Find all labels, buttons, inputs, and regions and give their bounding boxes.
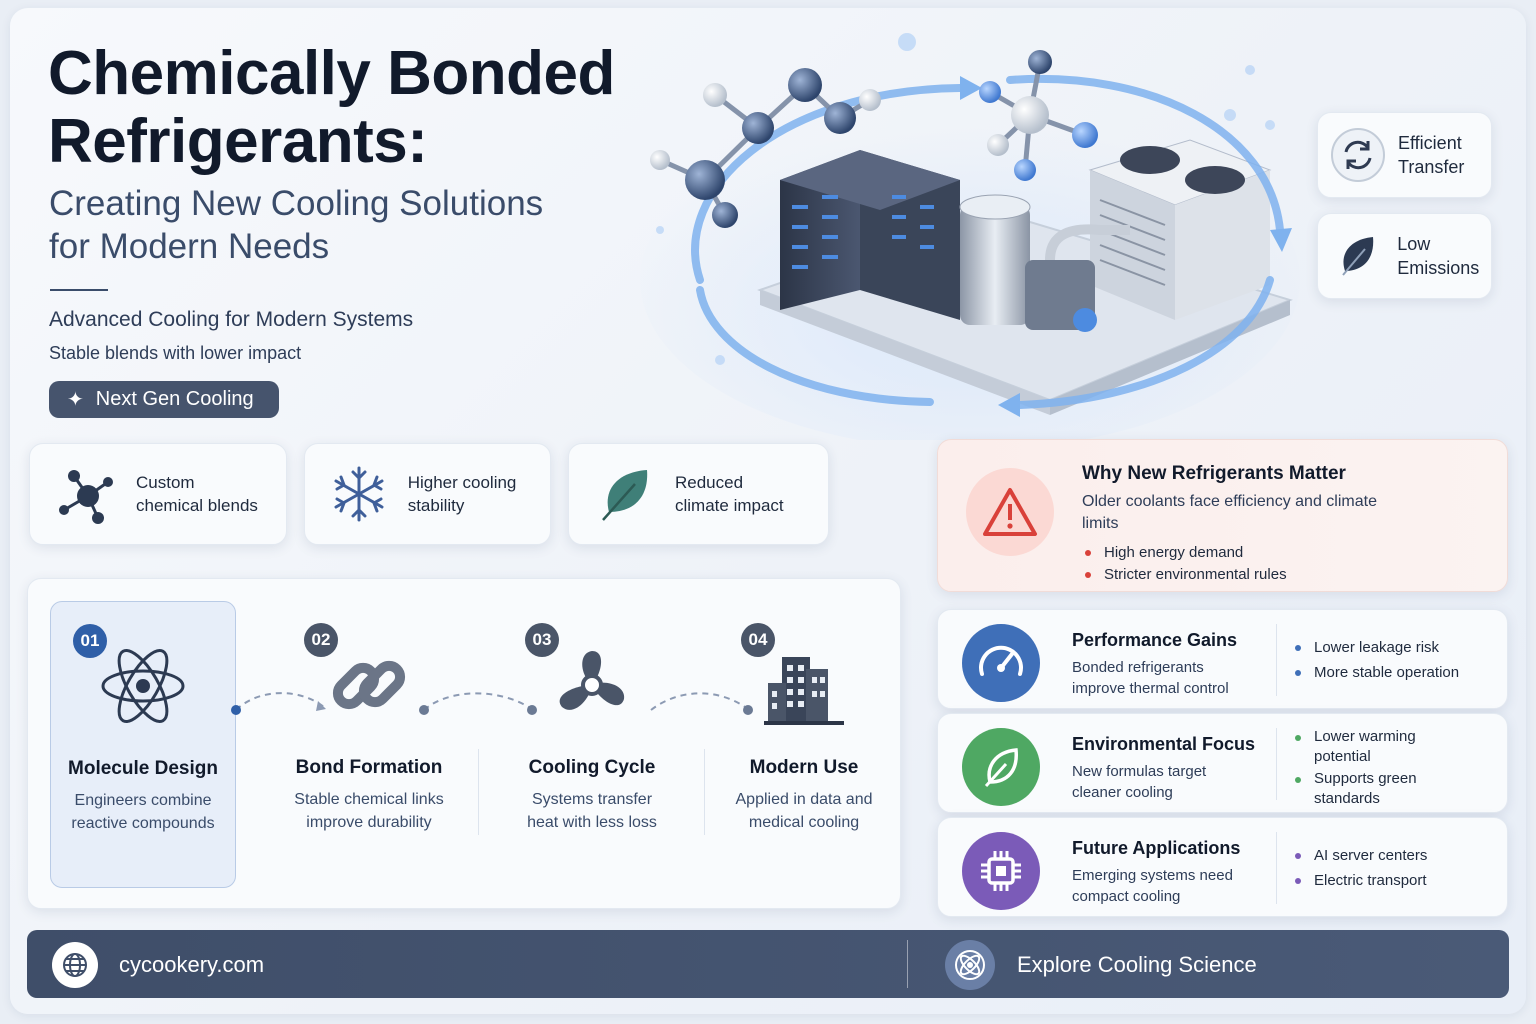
- atom-icon: [95, 638, 191, 734]
- leaf-icon: [962, 728, 1040, 806]
- feature-label: chemical blends: [136, 496, 258, 515]
- feature-custom-blends: Custom chemical blends: [29, 443, 287, 545]
- row-title: Future Applications: [1072, 838, 1241, 858]
- row-performance-gains: Performance Gains Bonded refrigerants im…: [937, 609, 1508, 709]
- chain-link-icon: [321, 637, 417, 733]
- footer-separator: [907, 940, 908, 988]
- step-separator: [478, 749, 479, 835]
- building-icon: [756, 637, 852, 733]
- feature-label: Higher cooling: [407, 473, 517, 492]
- row-future-applications: Future Applications Emerging systems nee…: [937, 817, 1508, 917]
- row-title: Performance Gains: [1072, 630, 1238, 650]
- science-atom-icon: [945, 940, 995, 990]
- step-title: Cooling Cycle: [528, 757, 656, 778]
- step-number-badge: 04: [741, 623, 775, 657]
- step-title: Molecule Design: [68, 758, 218, 779]
- molecule-icon: [54, 462, 118, 526]
- row-separator: [1276, 832, 1277, 904]
- row-description: Bonded refrigerants improve thermal cont…: [1072, 659, 1229, 697]
- feature-label: stability: [407, 496, 465, 515]
- compressor-tank-graphic: [959, 194, 1130, 332]
- row-bullet-list: Lower leakage risk More stable operation: [1292, 637, 1459, 684]
- chip-icon: [962, 832, 1040, 910]
- snowflake-icon: [329, 462, 390, 526]
- badge-label: Transfer: [1398, 157, 1465, 177]
- fan-icon: [544, 637, 640, 733]
- why-description: Older coolants face efficiency and clima…: [1082, 493, 1377, 532]
- step-modern-use[interactable]: 04 Modern Use Applied in data: [711, 601, 897, 888]
- row-environmental-focus: Environmental Focus New formulas target …: [937, 713, 1508, 813]
- why-bullet-list: High energy demand Stricter environmenta…: [1082, 542, 1287, 586]
- cooling-system-illustration: [640, 33, 1300, 440]
- server-rack-graphic: [780, 150, 960, 320]
- globe-icon: [52, 942, 98, 988]
- badge-label: Low: [1397, 234, 1431, 254]
- step-separator: [704, 749, 705, 835]
- list-item: Lower leakage risk: [1292, 637, 1459, 659]
- list-item: More stable operation: [1292, 662, 1459, 684]
- refresh-arrows-icon: [1330, 127, 1386, 183]
- tagline: Advanced Cooling for Modern Systems: [49, 308, 414, 331]
- page-title: Chemically Bonded Refrigerants:: [48, 39, 615, 176]
- step-number-badge: 01: [73, 624, 107, 658]
- step-title: Bond Formation: [295, 757, 443, 778]
- why-title: Why New Refrigerants Matter: [1082, 463, 1346, 484]
- pill-label: Next Gen Cooling: [95, 388, 254, 410]
- row-separator: [1276, 728, 1277, 800]
- leaf-icon: [1330, 228, 1385, 284]
- sparkle-icon: ✦: [67, 389, 84, 411]
- step-connectors: [231, 692, 753, 715]
- feature-label: Custom: [136, 473, 195, 492]
- badge-efficient-transfer: Efficient Transfer: [1317, 112, 1492, 198]
- step-number-badge: 03: [525, 623, 559, 657]
- tagline-secondary: Stable blends with lower impact: [49, 343, 302, 363]
- title-divider: [50, 289, 108, 291]
- website-link[interactable]: cycookery.com: [119, 952, 265, 977]
- next-gen-cooling-pill[interactable]: ✦ Next Gen Cooling: [49, 381, 279, 418]
- page-subtitle: Creating New Cooling Solutions for Moder…: [49, 184, 544, 266]
- step-number-badge: 02: [304, 623, 338, 657]
- row-bullet-list: Lower warming potential Supports green s…: [1292, 727, 1492, 809]
- row-bullet-list: AI server centers Electric transport: [1292, 845, 1427, 892]
- feature-label: Reduced: [675, 473, 744, 492]
- feature-cooling-stability: Higher cooling stability: [304, 443, 551, 545]
- list-item: High energy demand: [1082, 542, 1287, 564]
- explore-cooling-science-link[interactable]: Explore Cooling Science: [1017, 952, 1257, 977]
- badge-low-emissions: Low Emissions: [1317, 213, 1492, 299]
- footer-bar: cycookery.com Explore Cooling Science: [27, 930, 1509, 998]
- feature-climate-impact: Reduced climate impact: [568, 443, 829, 545]
- why-refrigerants-card: Why New Refrigerants Matter Older coolan…: [937, 439, 1508, 592]
- row-description: Emerging systems need compact cooling: [1072, 867, 1233, 905]
- gauge-icon: [962, 624, 1040, 702]
- list-item: Supports green standards: [1292, 769, 1442, 809]
- feature-label: climate impact: [675, 496, 784, 515]
- step-title: Modern Use: [749, 757, 859, 778]
- row-separator: [1276, 624, 1277, 696]
- list-item: Lower warming potential: [1292, 727, 1442, 767]
- condenser-unit-graphic: [1088, 139, 1272, 320]
- row-title: Environmental Focus: [1072, 734, 1256, 754]
- list-item: Electric transport: [1292, 870, 1427, 892]
- warning-icon: [966, 468, 1054, 556]
- refrigerant-flow-arrows: [691, 75, 1284, 409]
- list-item: AI server centers: [1292, 845, 1427, 867]
- list-item: Stricter environmental rules: [1082, 564, 1287, 586]
- badge-label: Emissions: [1397, 258, 1480, 278]
- leaf-icon: [593, 462, 657, 526]
- row-description: New formulas target cleaner cooling: [1072, 763, 1207, 801]
- badge-label: Efficient: [1398, 133, 1462, 153]
